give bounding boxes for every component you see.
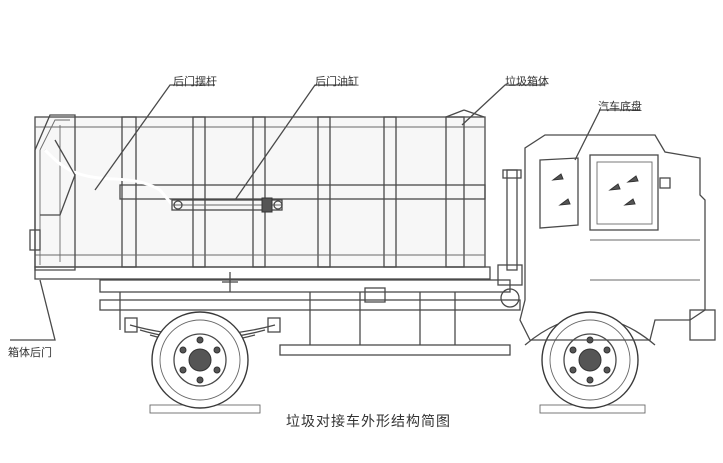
label-rear-door-swing-arm: 后门摆杆 bbox=[173, 75, 217, 88]
swing-arm bbox=[40, 139, 177, 216]
door-cylinder bbox=[171, 197, 283, 213]
garbage-box-body bbox=[34, 109, 491, 280]
rear-wheel bbox=[149, 311, 261, 414]
label-box-rear-door: 箱体后门 bbox=[8, 346, 52, 359]
label-chassis: 汽车底盘 bbox=[598, 100, 642, 113]
diagram-caption: 垃圾对接车外形结构简图 bbox=[286, 414, 451, 430]
leader-lines bbox=[10, 84, 640, 341]
cab bbox=[497, 134, 716, 341]
rear-door bbox=[29, 114, 76, 271]
front-wheel bbox=[524, 311, 656, 414]
label-rear-door-cylinder: 后门油缸 bbox=[315, 75, 359, 88]
label-garbage-box: 垃圾箱体 bbox=[505, 75, 549, 88]
chassis-frame bbox=[99, 272, 521, 356]
